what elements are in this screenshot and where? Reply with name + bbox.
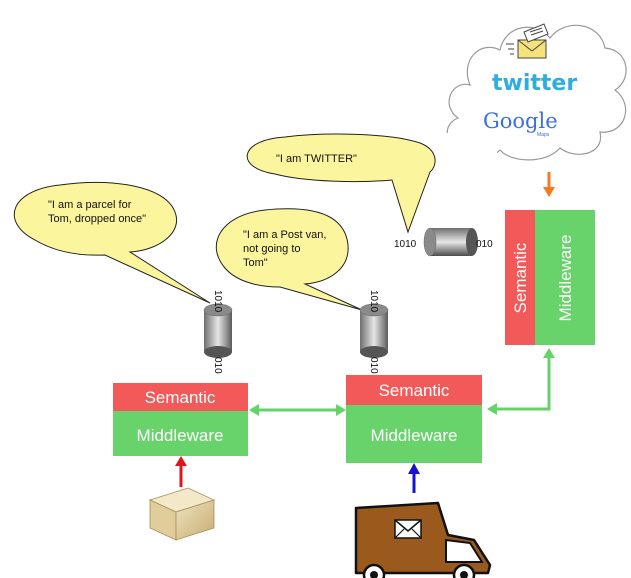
twitter-bubble-line-1: "I am TWITTER" [276,153,357,165]
van-bubble-line-3: Tom" [243,257,268,269]
middleware-layer-center [346,405,482,463]
mail-icon [394,519,422,539]
semantic-layer-right [505,210,535,345]
google-logo: Google [483,109,558,133]
envelope-icon [506,23,549,59]
right-cylinder-bits-right: 010 [476,239,493,250]
middleware-layer-left [113,411,248,456]
speech-bubble-van: "I am a Post van, not going to Tom" [215,208,363,311]
middleware-node-left: Semantic Middleware [113,383,248,456]
data-cylinder-center: 1010 010 [359,290,389,374]
parcel-bubble-line-1: "I am a parcel for [48,199,132,211]
network-links [249,348,555,416]
middleware-node-right: Semantic Middleware [505,210,595,345]
parcel-arrow [175,456,187,487]
speech-bubble-twitter: "I am TWITTER" [246,133,497,234]
semantic-layer-left [113,383,248,411]
van-bubble-line-1: "I am a Post van, [243,229,326,241]
middleware-layer-right [535,210,595,345]
speech-bubble-parcel: "I am a parcel for Tom, dropped once" [13,181,211,304]
van-bubble-line-2: not going to [243,243,301,255]
center-cylinder-bits-top: 1010 [368,290,379,313]
data-cylinder-left: 1010 010 [203,290,233,374]
center-cylinder-bits-bottom: 010 [368,357,379,374]
cloud-services: twitter Google Maps [446,23,627,161]
semantic-label-right: Semantic [511,242,530,313]
van-arrow [408,463,420,493]
semantic-label-center: Semantic [379,381,450,400]
semantic-label-left: Semantic [145,388,216,407]
middleware-label-center: Middleware [371,426,458,445]
twitter-logo: twitter [492,71,577,96]
data-cylinder-right: 1010 010 [394,227,493,257]
middleware-node-center: Semantic Middleware [346,375,482,463]
middleware-label-right: Middleware [556,235,575,322]
semantic-layer-center [346,375,482,405]
post-van-icon [354,501,492,578]
parcel-box-icon [148,487,216,541]
middleware-label-left: Middleware [137,426,224,445]
cloud-shape [446,24,627,161]
cloud-arrow [543,172,555,197]
right-cylinder-bits-left: 1010 [394,239,417,250]
google-maps-label: Maps [537,132,550,138]
parcel-bubble-line-2: Tom, dropped once" [48,213,146,225]
left-cylinder-bits-top: 1010 [212,290,223,313]
left-cylinder-bits-bottom: 010 [212,357,223,374]
